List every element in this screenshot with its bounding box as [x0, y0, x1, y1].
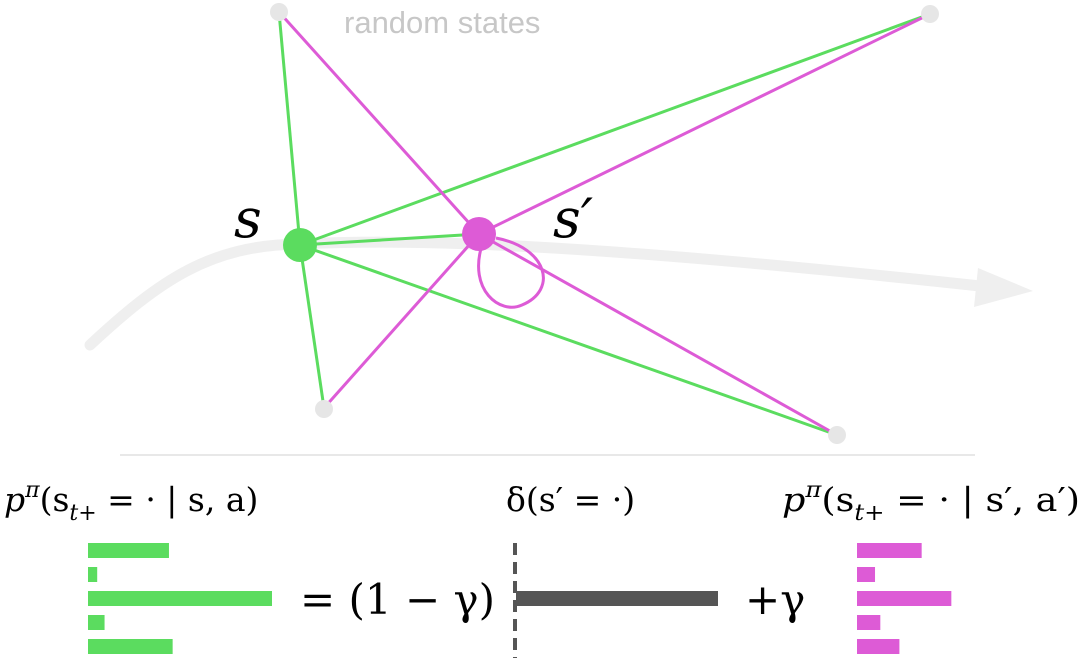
- rhs-p: p: [782, 480, 805, 519]
- lhs-sub: t+: [69, 501, 96, 526]
- node-s-prime-label: s′: [553, 187, 593, 250]
- magenta-histogram-bar-4: [857, 615, 881, 630]
- node-s-label: s: [234, 187, 262, 250]
- rhs-sub: t+: [854, 501, 884, 526]
- node-s: [283, 228, 317, 262]
- magenta-histogram-bar-1: [857, 543, 922, 558]
- green-histogram-bar-1: [88, 543, 169, 558]
- magenta-histogram-bar-5: [857, 639, 900, 654]
- green-edge-top-right: [299, 12, 931, 247]
- magenta-edge-bottom-left: [322, 233, 481, 409]
- rhs-pi: π: [804, 478, 822, 503]
- magenta-edge-top-right: [478, 12, 931, 236]
- rhs-open: (s: [821, 480, 854, 519]
- random-states-label: random states: [344, 5, 540, 40]
- plus-term: +γ: [745, 575, 805, 624]
- random-state-top-right: [921, 5, 939, 23]
- random-state-bottom-left: [315, 400, 333, 418]
- green-edges: [277, 11, 931, 437]
- magenta-self-loop: [477, 236, 545, 309]
- lhs-rest: = · | s, a): [97, 480, 259, 519]
- magenta-edge-bottom-right: [478, 232, 838, 437]
- lhs-p: p: [4, 480, 25, 519]
- random-state-top-left: [270, 3, 288, 21]
- green-edge-bottom-left: [298, 244, 326, 409]
- magenta-histogram-bar-2: [857, 567, 876, 582]
- green-histogram-bar-4: [88, 615, 105, 630]
- trajectory-arrowhead: [974, 268, 1033, 307]
- lhs-open: (s: [40, 480, 70, 519]
- rhs-rest: = · | s′, a′): [885, 480, 1080, 519]
- node-s-prime: [462, 217, 496, 251]
- equals-term: = (1 − γ): [300, 575, 495, 624]
- green-histogram-bar-2: [88, 567, 98, 582]
- magenta-edge-top-left: [277, 10, 481, 236]
- green-histogram-bar-5: [88, 639, 173, 654]
- green-edge-top-left: [277, 11, 302, 246]
- random-state-bottom-right: [828, 426, 846, 444]
- lhs-distribution-label: pπ(st+ = · | s, a): [4, 478, 258, 526]
- magenta-histogram: [857, 543, 952, 654]
- magenta-edges: [277, 10, 931, 437]
- magenta-histogram-bar-3: [857, 591, 952, 606]
- random-states: [270, 3, 939, 444]
- green-edge-bottom-right: [299, 243, 838, 437]
- green-histogram-bar-3: [88, 591, 272, 606]
- lhs-pi: π: [24, 478, 40, 503]
- green-histogram: [88, 543, 272, 654]
- delta-label: δ(s′ = ·): [506, 480, 635, 519]
- delta-bar: [516, 591, 718, 606]
- green-edge-to-s-prime: [299, 232, 480, 247]
